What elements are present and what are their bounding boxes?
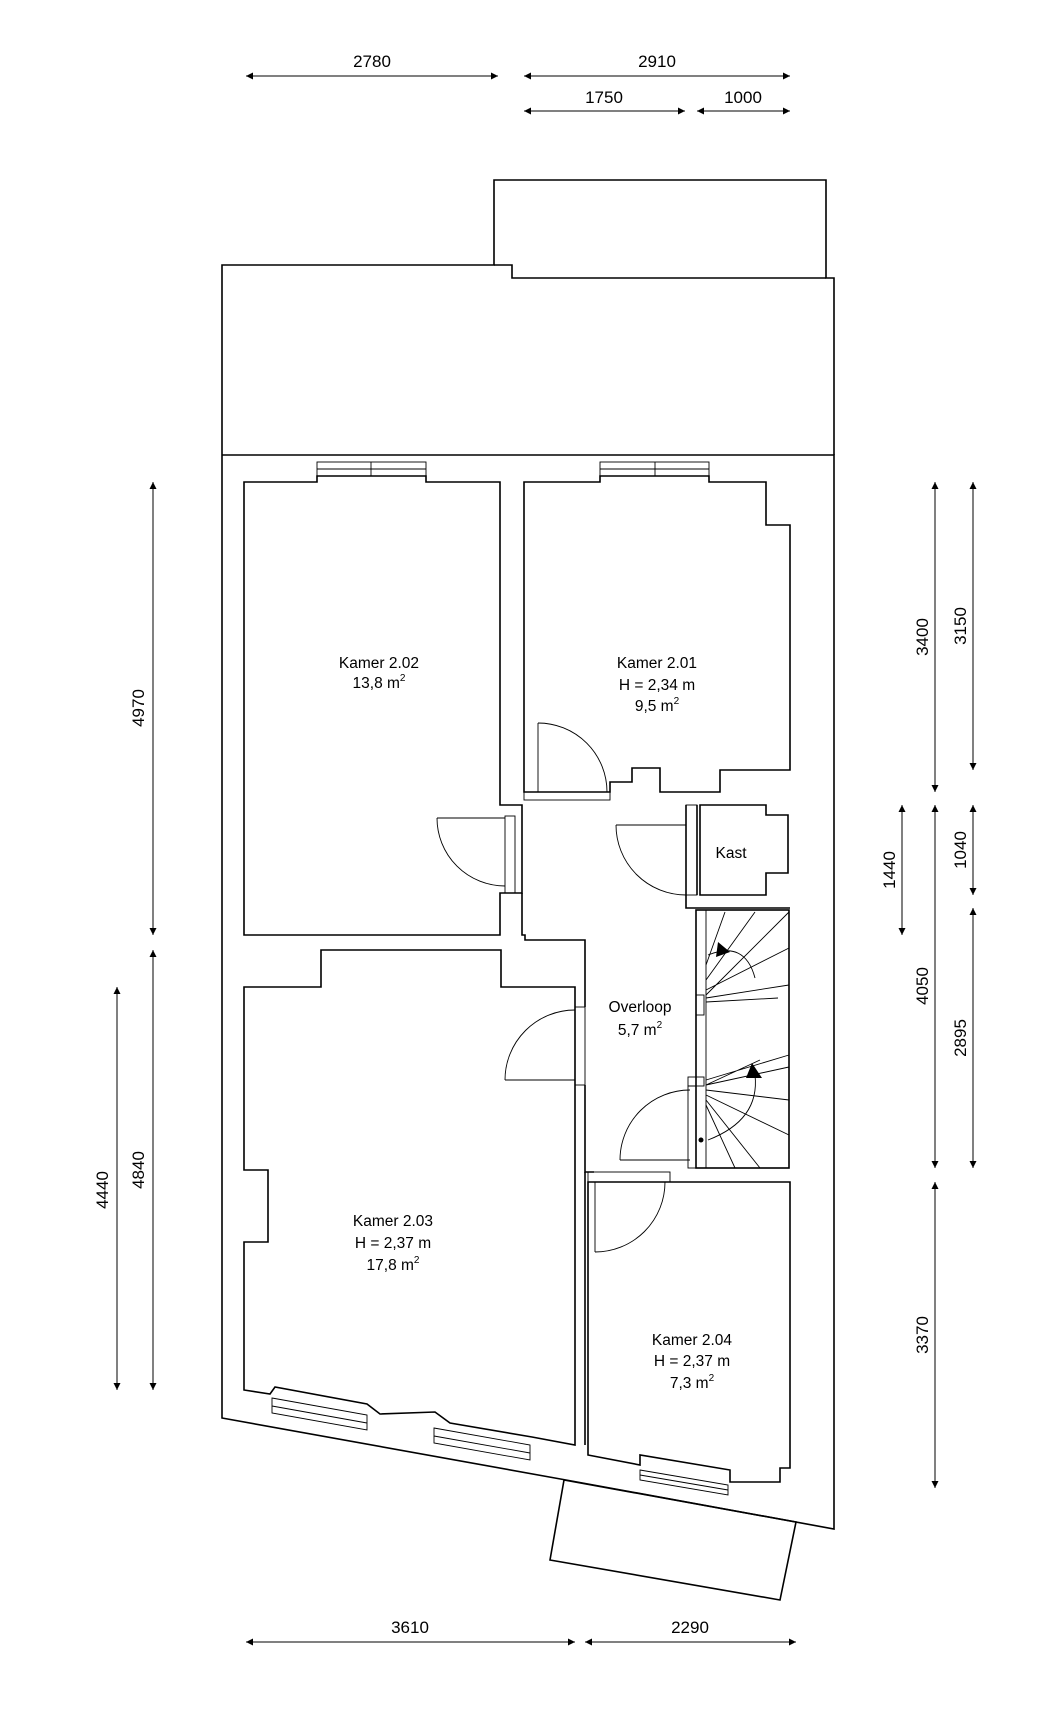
overloop-name: Overloop — [609, 999, 672, 1016]
dim-bottom-3610: 3610 — [391, 1618, 429, 1637]
window-kamer-204 — [639, 1469, 729, 1496]
kamer-202-name: Kamer 2.02 — [339, 655, 419, 672]
overloop-area: 5,7 m2 — [618, 1020, 663, 1039]
kamer-201-outline — [523, 475, 791, 793]
dim-top-1750: 1750 — [585, 88, 623, 107]
room-labels: Kamer 2.02 13,8 m2 Kamer 2.01 H = 2,34 m… — [339, 655, 747, 1392]
window-kamer-201 — [599, 461, 710, 477]
overloop-walls — [521, 893, 586, 1007]
dim-left-4840: 4840 — [129, 1151, 148, 1189]
kamer-203-name: Kamer 2.03 — [353, 1213, 433, 1230]
doors — [436, 722, 697, 1253]
dim-top-1000: 1000 — [724, 88, 762, 107]
kamer-202-outline — [243, 475, 523, 936]
kamer-203-outline — [243, 949, 576, 1446]
dimension-lines — [113, 72, 977, 1646]
kast-outline — [699, 804, 789, 896]
kamer-204-height: H = 2,37 m — [654, 1353, 730, 1370]
dim-top-2910: 2910 — [638, 52, 676, 71]
window-kamer-203 — [271, 1397, 531, 1461]
kamer-203-height: H = 2,37 m — [355, 1235, 431, 1252]
dim-top-2780: 2780 — [353, 52, 391, 71]
kamer-204-outline — [587, 1181, 791, 1483]
kamer-201-area: 9,5 m2 — [635, 696, 680, 715]
kast-name: Kast — [715, 845, 747, 862]
dimension-labels: 2780 2910 1750 1000 3610 2290 4970 4440 … — [93, 52, 970, 1637]
dim-left-4440: 4440 — [93, 1171, 112, 1209]
kamer-202-area: 13,8 m2 — [353, 673, 406, 692]
kamer-203-area: 17,8 m2 — [367, 1255, 420, 1274]
dim-right-3400: 3400 — [913, 618, 932, 656]
window-kamer-202 — [316, 461, 427, 477]
dim-left-4970: 4970 — [129, 689, 148, 727]
dim-right-4050: 4050 — [913, 967, 932, 1005]
dim-right-1040: 1040 — [951, 831, 970, 869]
kamer-204-name: Kamer 2.04 — [652, 1332, 733, 1349]
dim-bottom-2290: 2290 — [671, 1618, 709, 1637]
kamer-201-name: Kamer 2.01 — [617, 655, 697, 672]
dim-right-1440: 1440 — [880, 851, 899, 889]
kamer-201-height: H = 2,34 m — [619, 677, 695, 694]
dim-right-3370: 3370 — [913, 1316, 932, 1354]
dim-right-2895: 2895 — [951, 1019, 970, 1057]
staircase — [687, 909, 790, 1169]
walls — [221, 179, 835, 1601]
kamer-204-area: 7,3 m2 — [670, 1373, 715, 1392]
dim-right-3150: 3150 — [951, 607, 970, 645]
